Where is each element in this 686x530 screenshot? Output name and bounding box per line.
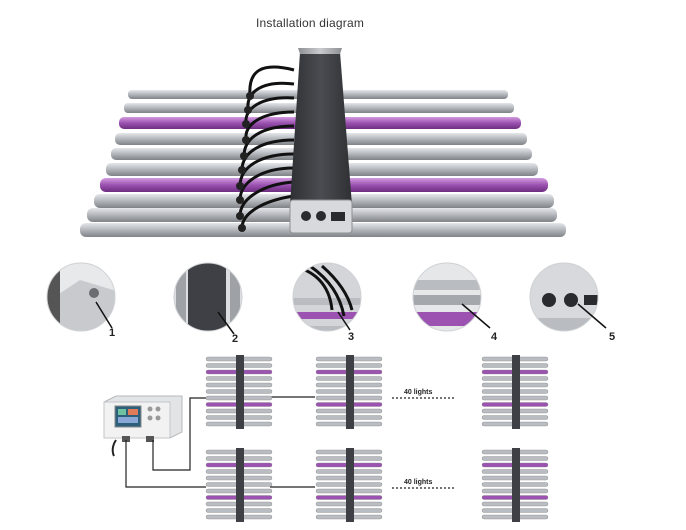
callout-number-3: 3 — [348, 331, 354, 343]
detail-4 — [412, 262, 491, 332]
fixture-thumbnail — [315, 355, 383, 429]
controller-button-icon — [155, 415, 161, 421]
knob-icon — [316, 211, 326, 221]
thumbnail-driver — [512, 355, 520, 429]
power-cables — [238, 65, 295, 229]
fixture-thumbnail — [205, 355, 273, 429]
controller — [103, 395, 183, 457]
rj45-port-icon — [331, 212, 345, 221]
cable-connectors — [236, 92, 254, 232]
light-fixture — [80, 48, 566, 237]
fixture-thumbnail — [481, 355, 549, 429]
thumbnail-driver — [346, 448, 354, 522]
chain-label: 40 lights — [404, 479, 433, 486]
controller-button-icon — [147, 406, 153, 412]
thumbnail-driver — [512, 448, 520, 522]
detail-callouts: 1 2 3 4 5 — [46, 262, 615, 345]
connection-lines — [125, 396, 315, 488]
detail-5 — [529, 262, 607, 332]
detail-2 — [173, 262, 243, 335]
thumbnail-driver — [236, 448, 244, 522]
fixture-thumbnails — [205, 355, 549, 522]
callout-number-1: 1 — [109, 327, 115, 339]
callout-number-2: 2 — [232, 333, 238, 345]
thumbnail-driver — [346, 355, 354, 429]
knob-icon — [301, 211, 311, 221]
fixture-thumbnail — [481, 448, 549, 522]
detail-1 — [46, 262, 116, 332]
detail-3 — [292, 262, 362, 332]
thumbnail-driver — [236, 355, 244, 429]
callout-number-5: 5 — [609, 331, 615, 343]
callout-number-4: 4 — [491, 331, 498, 343]
fixture-thumbnail — [315, 448, 383, 522]
fixture-thumbnail — [205, 448, 273, 522]
power-cord — [111, 439, 117, 457]
controller-button-icon — [155, 406, 161, 412]
chain-dots — [392, 397, 456, 489]
diagram-title: Installation diagram — [255, 16, 365, 30]
controller-button-icon — [147, 415, 153, 421]
chain-label: 40 lights — [404, 389, 433, 396]
driver-box — [289, 48, 353, 234]
